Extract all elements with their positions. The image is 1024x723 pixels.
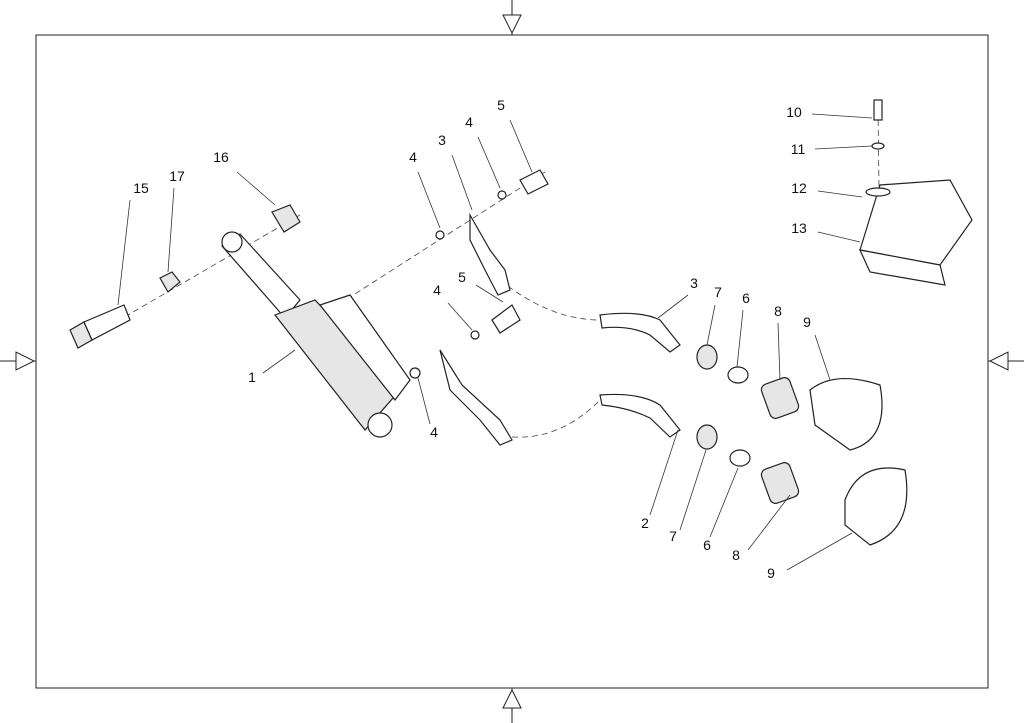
leader-line xyxy=(747,494,791,551)
leader-line xyxy=(709,467,739,538)
leader-line xyxy=(706,304,716,346)
hose-right-upper xyxy=(599,312,681,353)
callout-number: 17 xyxy=(169,168,185,184)
callout-number: 6 xyxy=(742,290,750,306)
leader-line xyxy=(814,145,873,150)
leader-line xyxy=(777,322,781,381)
callout-number: 1 xyxy=(248,369,256,385)
callout-number: 7 xyxy=(714,284,722,300)
nut xyxy=(271,204,301,233)
callout-number: 7 xyxy=(669,528,677,544)
callout-number: 16 xyxy=(213,149,229,165)
callout-number: 3 xyxy=(690,275,698,291)
leader-line xyxy=(447,302,473,331)
leader-line xyxy=(117,199,131,306)
leader-line xyxy=(786,532,853,571)
top-center-mark xyxy=(502,14,522,35)
parts xyxy=(69,99,973,546)
leader-line xyxy=(262,349,296,374)
hose-upper xyxy=(469,212,511,296)
leader-line xyxy=(236,171,276,206)
callout-number: 13 xyxy=(791,220,807,236)
steering-damper xyxy=(221,231,411,438)
leader-line xyxy=(477,136,501,189)
banjo-bolt xyxy=(491,304,521,334)
callout-number: 4 xyxy=(433,282,441,298)
mounting-bracket xyxy=(858,99,973,286)
callout-number: 5 xyxy=(458,269,466,285)
leader-line xyxy=(417,377,431,425)
leader-line xyxy=(736,309,744,368)
callout-number: 4 xyxy=(430,424,438,440)
callout-number: 4 xyxy=(465,114,473,130)
right-center-mark xyxy=(988,351,1009,371)
callout-number: 9 xyxy=(803,314,811,330)
callout-number: 8 xyxy=(774,303,782,319)
callout-number: 10 xyxy=(786,104,802,120)
bolt xyxy=(69,304,131,349)
drawing-frame xyxy=(35,34,989,689)
callout-number: 15 xyxy=(133,180,149,196)
leader-line xyxy=(649,429,679,516)
fittings-lower xyxy=(696,424,908,546)
left-center-mark xyxy=(15,351,36,371)
callout-number: 3 xyxy=(438,132,446,148)
bottom-center-mark xyxy=(502,688,522,709)
nut xyxy=(159,271,181,293)
leader-line xyxy=(811,113,873,119)
leader-line xyxy=(451,154,473,211)
leader-line xyxy=(814,334,831,381)
leader-line xyxy=(475,284,504,303)
leader-line xyxy=(509,119,533,173)
callout-number: 5 xyxy=(497,97,505,113)
callout-number: 2 xyxy=(641,515,649,531)
callout-number: 6 xyxy=(703,537,711,553)
callout-number: 4 xyxy=(409,149,417,165)
leader-line xyxy=(657,294,689,319)
hose-lower xyxy=(439,349,513,446)
banjo-bolt xyxy=(519,169,549,195)
leader-line xyxy=(679,449,707,531)
callout-number: 11 xyxy=(791,141,806,157)
callout-number: 8 xyxy=(732,547,740,563)
leader-line xyxy=(817,190,863,198)
callout-number: 9 xyxy=(767,565,775,581)
leader-line xyxy=(817,231,861,243)
callout-number: 12 xyxy=(791,180,807,196)
leader-line xyxy=(417,171,441,229)
fittings-upper xyxy=(696,344,883,451)
hose-right-lower xyxy=(599,393,681,438)
leader-line xyxy=(167,187,175,273)
